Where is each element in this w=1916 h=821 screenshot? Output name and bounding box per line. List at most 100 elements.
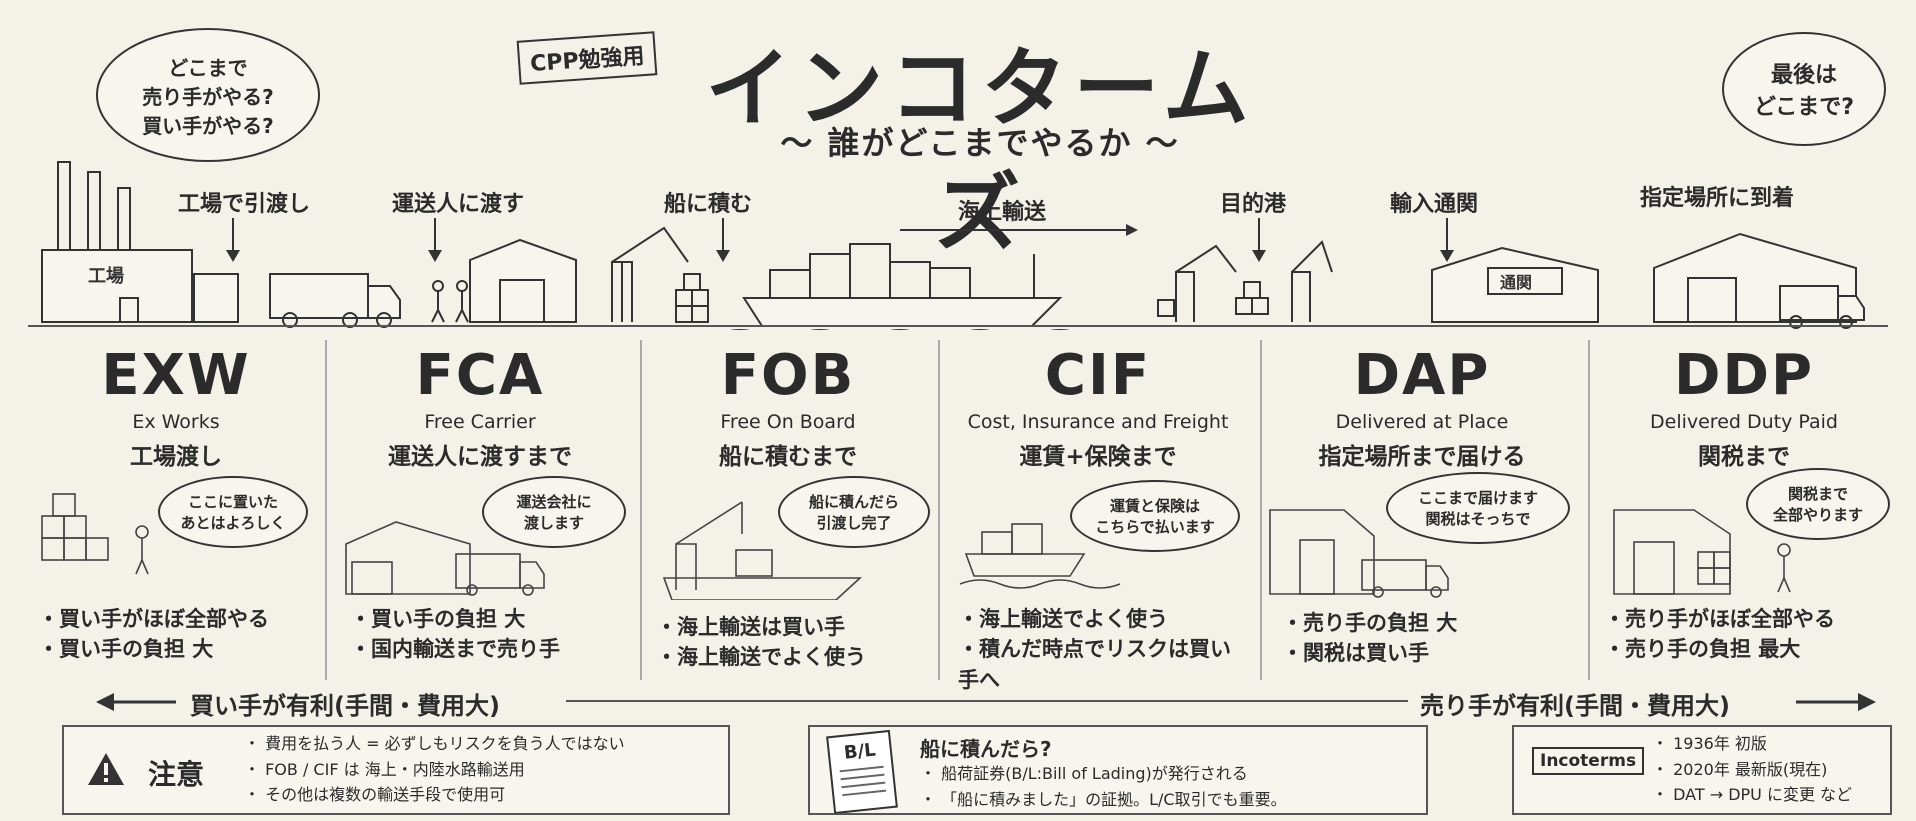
incoterms-box: Incoterms 1936年 初版 2020年 最新版(現在) DAT → D… bbox=[1512, 725, 1892, 815]
step-label-sea: 海上輸送 bbox=[958, 200, 1047, 225]
term-column-dap: DAP Delivered at Place 指定場所まで届ける bbox=[1272, 345, 1572, 471]
step-label-port: 目的港 bbox=[1220, 192, 1287, 217]
incoterms-item: DAT → DPU に変更 など bbox=[1652, 782, 1852, 808]
bubble-text: ここまで届けます 関税はそっちで bbox=[1417, 489, 1538, 528]
term-code: FOB bbox=[720, 343, 856, 408]
step-label-factory: 工場で引渡し bbox=[178, 192, 311, 217]
term-japanese: 船に積むまで bbox=[719, 443, 857, 470]
term-code: FCA bbox=[415, 343, 545, 408]
warning-icon bbox=[88, 753, 124, 785]
warehouse-icon bbox=[469, 238, 577, 323]
logistics-scene: 工場 通関 bbox=[41, 161, 1865, 330]
column-illustrations bbox=[41, 493, 1791, 600]
column-divider bbox=[1260, 340, 1262, 680]
term-english: Free On Board bbox=[720, 410, 856, 433]
people-icon bbox=[431, 280, 469, 323]
caution-list: 費用を払う人 = 必ずしもリスクを負う人ではない FOB / CIF は 海上・… bbox=[244, 731, 625, 808]
page-subtitle: 〜 誰がどこまでやるか 〜 bbox=[780, 124, 1180, 162]
container-ship-icon bbox=[729, 243, 1071, 330]
column-divider bbox=[1588, 340, 1590, 680]
incoterms-label: Incoterms bbox=[1532, 747, 1645, 775]
term-bullets-fob: 海上輸送は買い手 海上輸送でよく使う bbox=[656, 612, 946, 673]
caution-item: 費用を払う人 = 必ずしもリスクを負う人ではない bbox=[244, 731, 625, 757]
term-bubble-cif: 運賃と保険は こちらで払います bbox=[1070, 480, 1240, 552]
truck-icon bbox=[455, 553, 545, 596]
bullet-item: 積んだ時点でリスクは買い手へ bbox=[958, 634, 1238, 695]
person-icon bbox=[1777, 543, 1791, 593]
bl-item: 船荷証券(B/L:Bill of Lading)が発行される bbox=[920, 761, 1287, 787]
step-label-loading: 船に積む bbox=[664, 192, 753, 217]
customs-building-icon bbox=[1431, 246, 1599, 323]
step-arrow bbox=[428, 218, 442, 262]
warehouse-icon bbox=[345, 521, 471, 595]
term-bubble-dap: ここまで届けます 関税はそっちで bbox=[1386, 472, 1570, 544]
term-column-ddp: DDP Delivered Duty Paid 関税まで bbox=[1594, 345, 1894, 471]
term-japanese: 関税まで bbox=[1698, 443, 1790, 470]
customs-sign: 通関 bbox=[1500, 273, 1532, 292]
term-japanese: 運送人に渡すまで bbox=[388, 443, 572, 470]
bullet-item: 海上輸送は買い手 bbox=[656, 612, 946, 642]
bl-item: 「船に積みました」の証拠。L/C取引でも重要。 bbox=[920, 787, 1286, 813]
bullet-item: 買い手の負担 大 bbox=[350, 604, 640, 634]
column-divider bbox=[640, 340, 642, 680]
cargo-boxes-icon bbox=[675, 273, 709, 323]
scale-label-buyer: 買い手が有利(手間・費用大) bbox=[190, 692, 500, 720]
step-arrow bbox=[716, 218, 730, 262]
scale-arrow-left bbox=[96, 693, 176, 711]
term-bullets-exw: 買い手がほぼ全部やる 買い手の負担 大 bbox=[38, 604, 328, 665]
bubble-text: 運賃と保険は こちらで払います bbox=[1095, 497, 1215, 536]
column-divider bbox=[325, 340, 327, 680]
term-bubble-fob: 船に積んだら 引渡し完了 bbox=[778, 476, 930, 548]
bubble-text: 最後は どこまで? bbox=[1753, 63, 1855, 120]
step-label-destination: 指定場所に到着 bbox=[1640, 186, 1795, 211]
ground-line bbox=[28, 325, 1888, 327]
bl-icon-label: B/L bbox=[842, 739, 877, 764]
bl-list: 船荷証券(B/L:Bill of Lading)が発行される 「船に積みました」… bbox=[920, 761, 1287, 813]
truck-icon bbox=[1779, 285, 1865, 329]
term-bubble-exw: ここに置いた あとはよろしく bbox=[158, 476, 308, 548]
term-column-fob: FOB Free On Board 船に積むまで bbox=[638, 345, 938, 471]
caution-item: その他は複数の輸送手段で使用可 bbox=[244, 782, 625, 808]
warehouse-icon bbox=[1269, 509, 1375, 595]
truck-icon bbox=[1361, 559, 1449, 598]
bullet-item: 売り手がほぼ全部やる bbox=[1604, 604, 1894, 634]
scale-arrow-right bbox=[1796, 693, 1876, 711]
bullet-item: 買い手がほぼ全部やる bbox=[38, 604, 328, 634]
cargo-boxes-icon bbox=[1157, 281, 1269, 317]
factory-icon bbox=[41, 161, 239, 323]
ship-icon bbox=[959, 523, 1121, 589]
caution-title: 注意 bbox=[148, 758, 205, 791]
column-divider bbox=[938, 340, 940, 680]
term-code: DAP bbox=[1353, 343, 1491, 408]
term-japanese: 運賃+保険まで bbox=[1019, 443, 1177, 470]
ship-icon bbox=[662, 577, 863, 600]
term-english: Delivered Duty Paid bbox=[1650, 410, 1838, 433]
crane-icon bbox=[611, 226, 689, 322]
bl-icon-lines bbox=[839, 765, 884, 773]
term-bubble-ddp: 関税まで 全部やります bbox=[1746, 468, 1890, 540]
person-icon bbox=[135, 525, 149, 575]
scale-label-seller: 売り手が有利(手間・費用大) bbox=[1420, 692, 1730, 720]
term-column-fca: FCA Free Carrier 運送人に渡すまで bbox=[330, 345, 630, 471]
bubble-text: どこまで 売り手がやる? 買い手がやる? bbox=[142, 55, 274, 138]
bullet-item: 売り手の負担 最大 bbox=[1604, 634, 1894, 664]
step-label-customs: 輸入通関 bbox=[1390, 192, 1479, 217]
crane-icon bbox=[1175, 240, 1333, 322]
scale-line bbox=[566, 700, 1408, 702]
bullet-item: 関税は買い手 bbox=[1282, 638, 1572, 668]
crane-icon bbox=[675, 501, 773, 590]
step-arrow bbox=[226, 218, 240, 262]
term-column-exw: EXW Ex Works 工場渡し bbox=[26, 345, 326, 471]
step-arrow bbox=[1440, 218, 1454, 262]
speech-bubble-top-right: 最後は どこまで? bbox=[1722, 32, 1886, 146]
caution-box: 注意 費用を払う人 = 必ずしもリスクを負う人ではない FOB / CIF は … bbox=[62, 725, 730, 815]
caution-item: FOB / CIF は 海上・内陸水路輸送用 bbox=[244, 757, 625, 783]
bubble-text: 船に積んだら 引渡し完了 bbox=[808, 493, 899, 532]
bubble-text: ここに置いた あとはよろしく bbox=[180, 493, 286, 532]
bill-of-lading-icon: B/L bbox=[826, 729, 898, 815]
term-bullets-cif: 海上輸送でよく使う 積んだ時点でリスクは買い手へ bbox=[958, 604, 1238, 695]
sea-transport-arrow bbox=[900, 224, 1138, 236]
term-japanese: 指定場所まで届ける bbox=[1318, 443, 1526, 470]
term-code: EXW bbox=[101, 343, 251, 408]
term-japanese: 工場渡し bbox=[130, 443, 222, 470]
